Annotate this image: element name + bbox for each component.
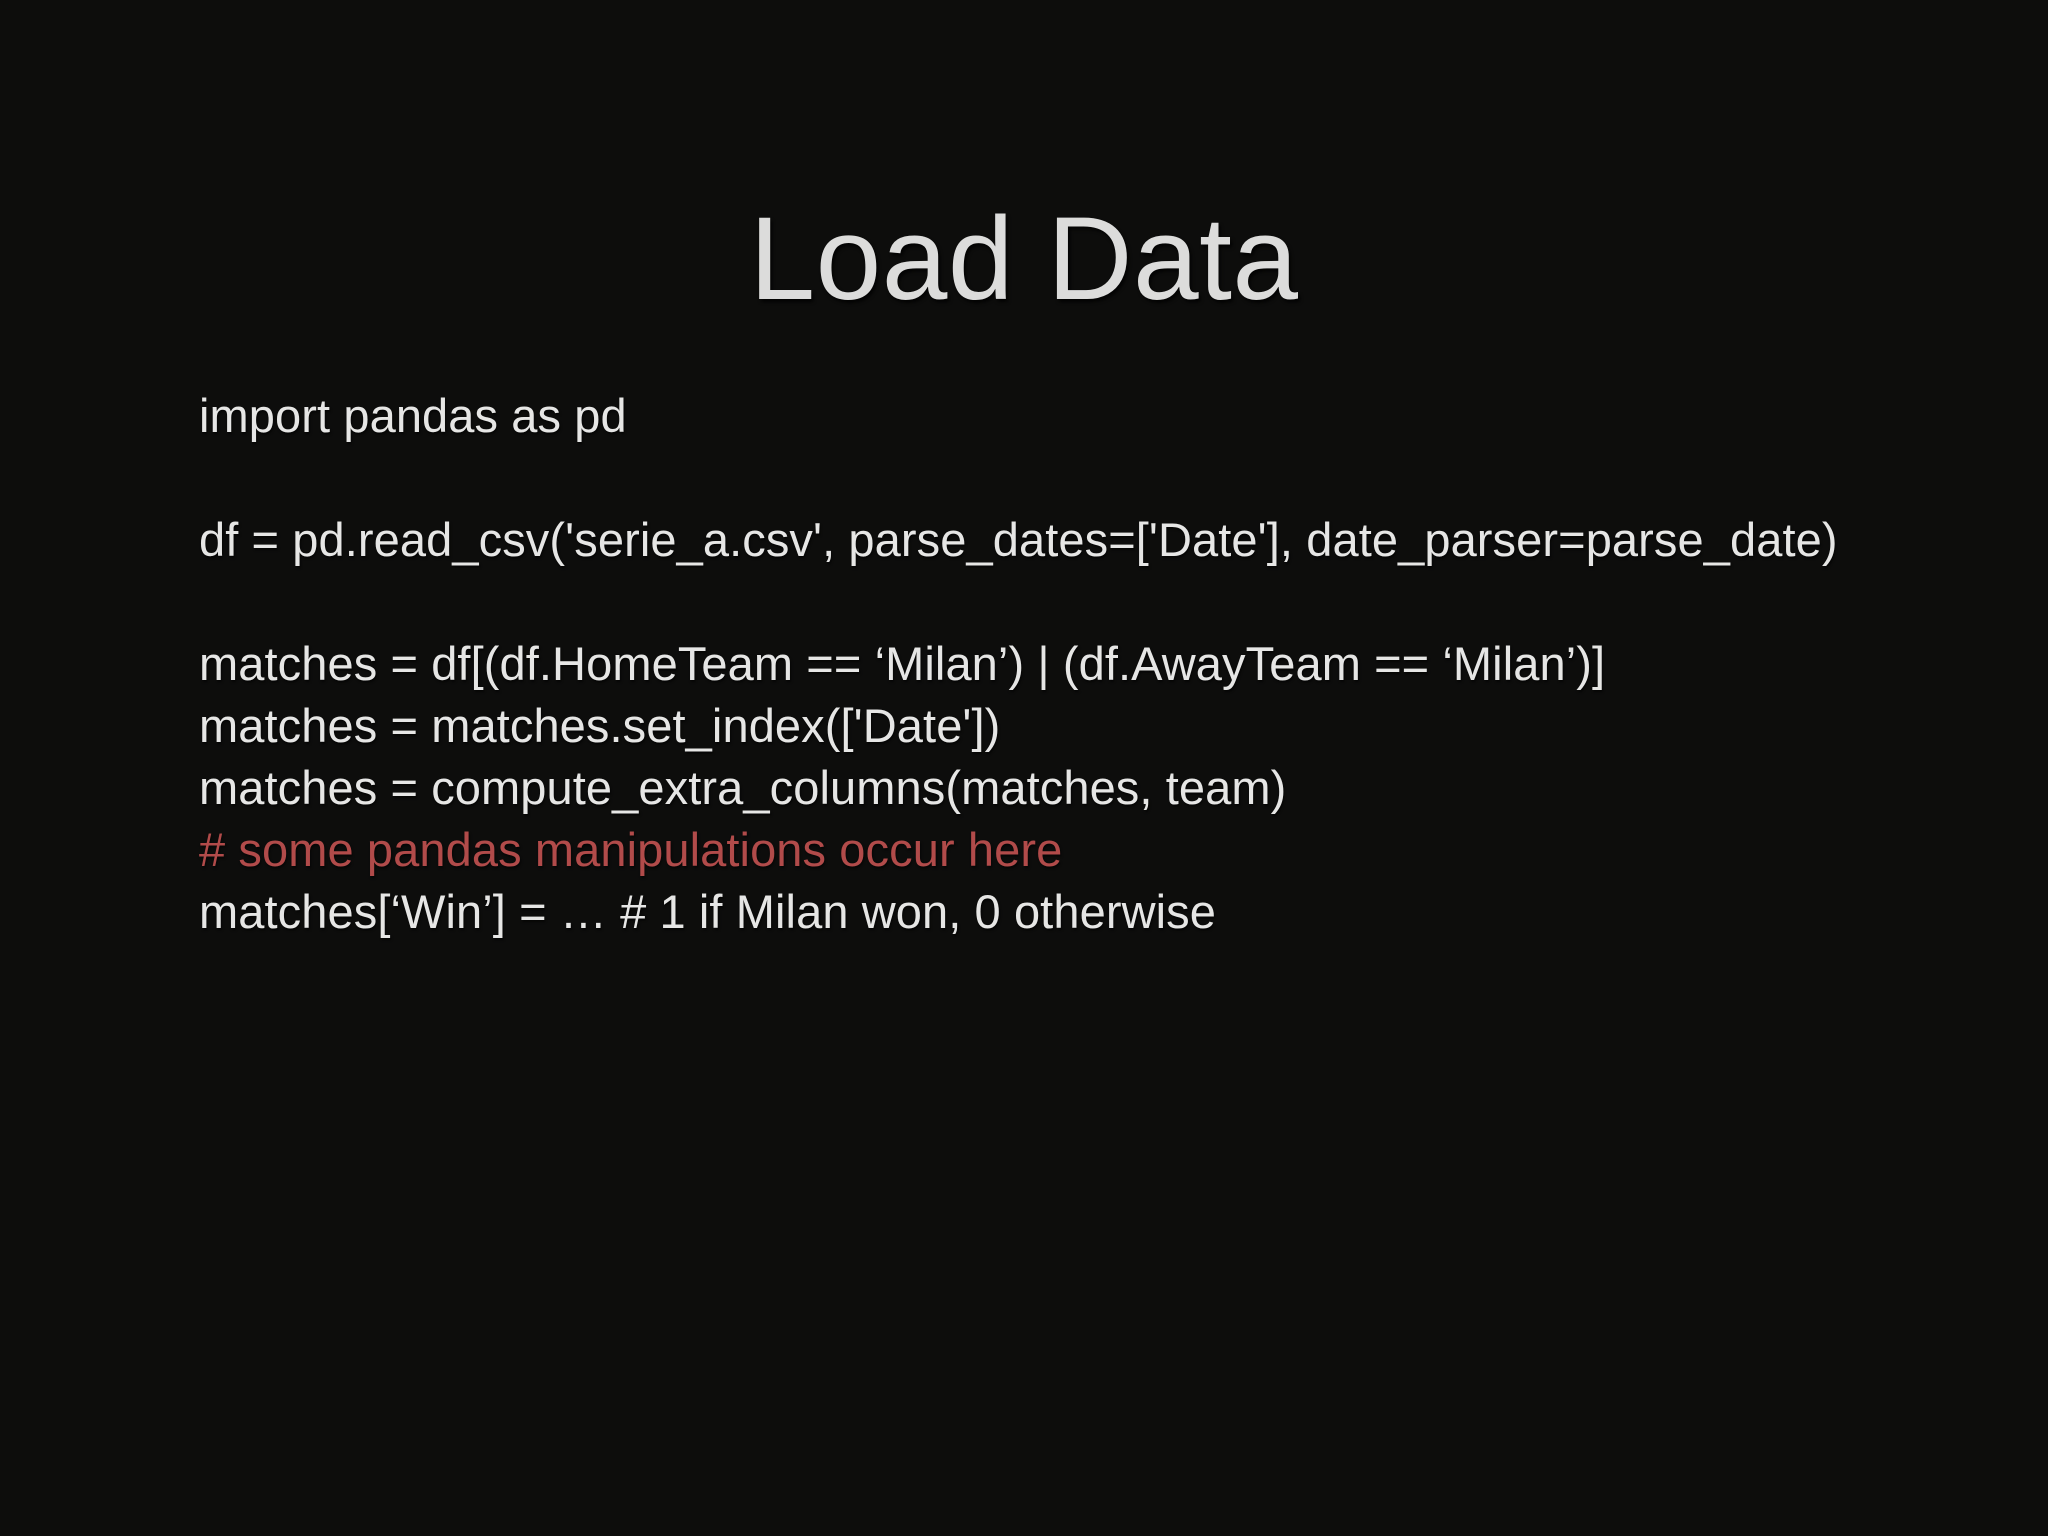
code-line-blank bbox=[199, 447, 1959, 509]
code-line-extra-cols: matches = compute_extra_columns(matches,… bbox=[199, 761, 1287, 814]
code-line-filter: matches = df[(df.HomeTeam == ‘Milan’) | … bbox=[199, 637, 1606, 690]
code-line-read-csv: df = pd.read_csv('serie_a.csv', parse_da… bbox=[199, 513, 1838, 566]
code-line-win-column: matches[‘Win’] = … # 1 if Milan won, 0 o… bbox=[199, 885, 1216, 938]
code-line-set-index: matches = matches.set_index(['Date']) bbox=[199, 699, 1001, 752]
code-line-blank bbox=[199, 571, 1959, 633]
slide-title-container: Load Data bbox=[0, 118, 2048, 401]
code-block: import pandas as pd df = pd.read_csv('se… bbox=[199, 385, 1959, 943]
page-title: Load Data bbox=[749, 193, 1299, 326]
code-line-comment: # some pandas manipulations occur here bbox=[199, 823, 1063, 876]
code-line-import: import pandas as pd bbox=[199, 389, 627, 442]
